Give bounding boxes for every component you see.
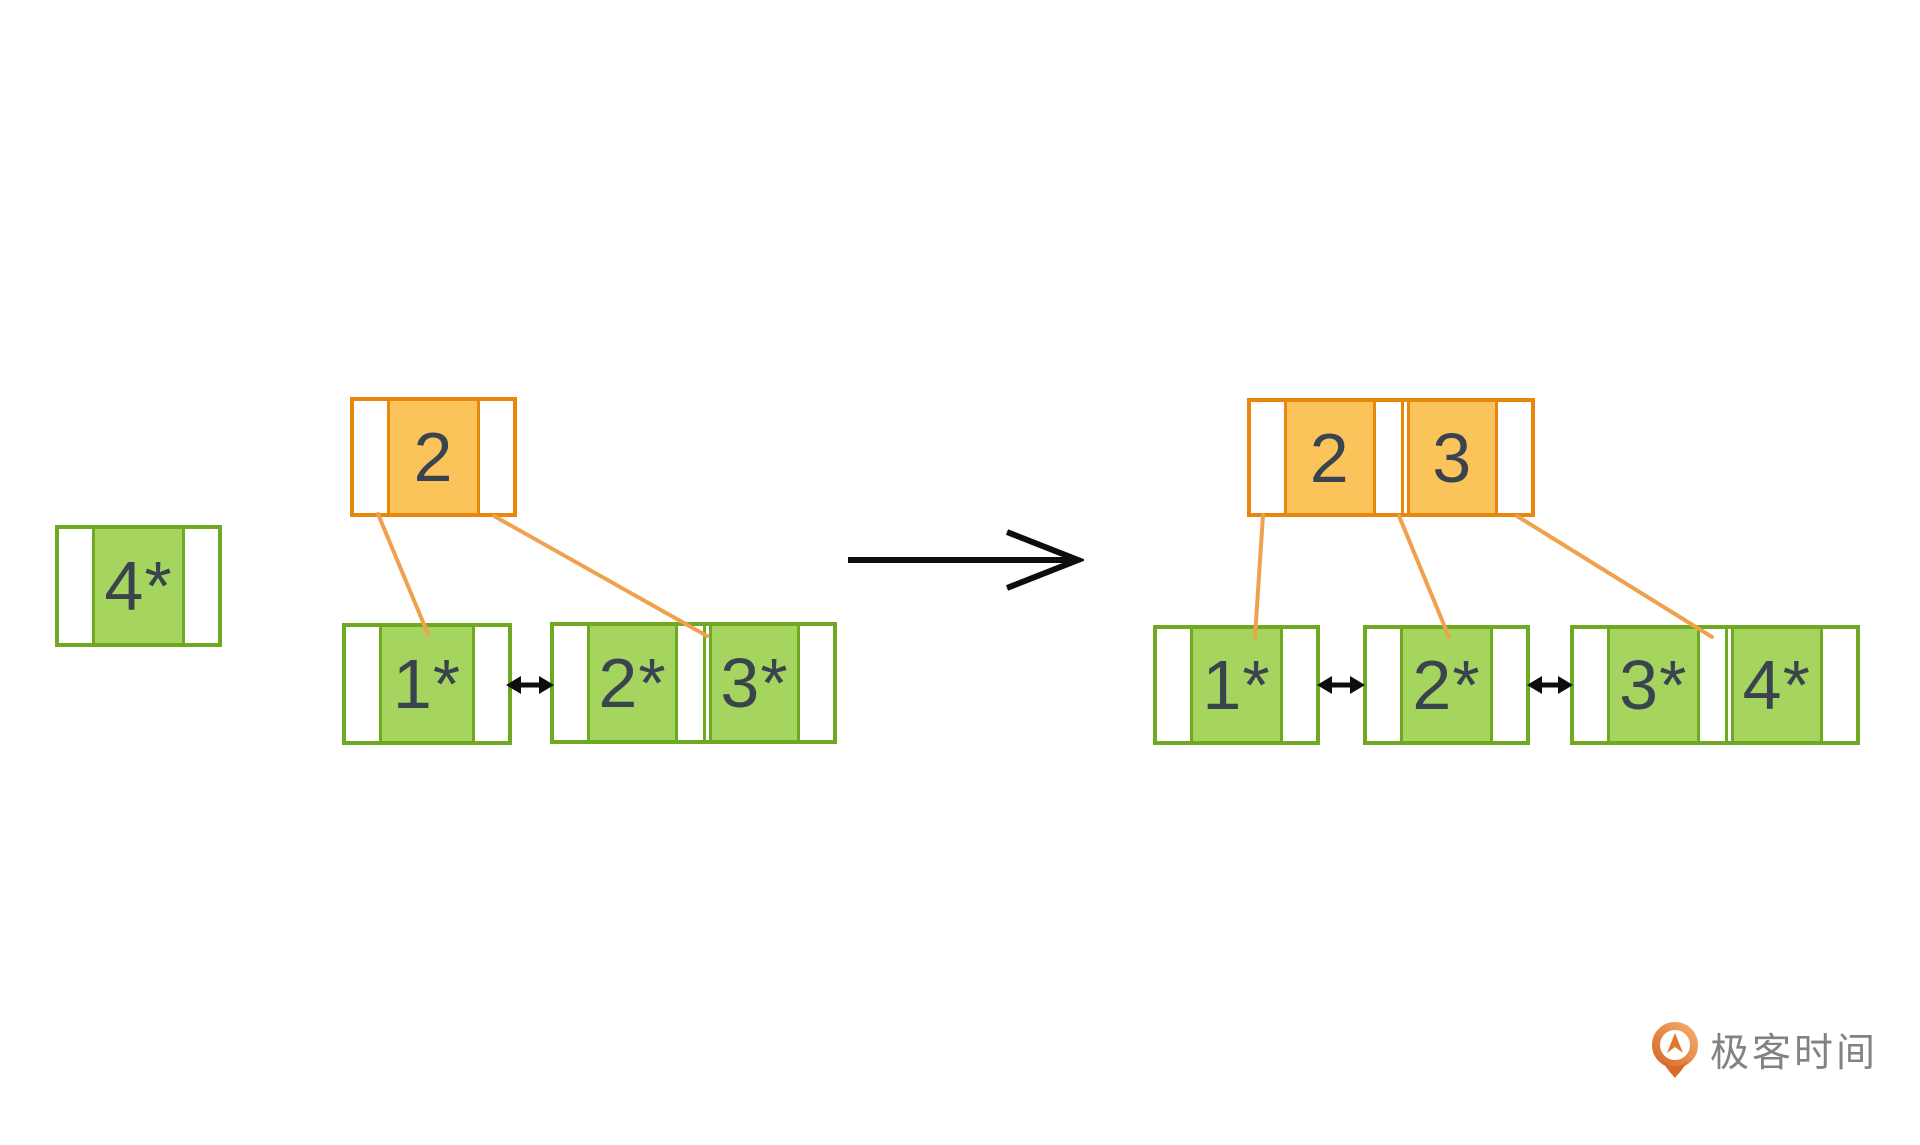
pointer-slot	[354, 401, 387, 513]
page-divider	[1400, 402, 1404, 513]
leaf-link-double-arrow-icon	[1527, 676, 1573, 694]
before-leaf-node-2: 2* 3*	[550, 622, 837, 744]
after-leaf-node-1: 1*	[1153, 625, 1320, 745]
pointer-slot	[1283, 629, 1316, 741]
pointer-slot	[1251, 402, 1284, 513]
pointer-slot	[1574, 629, 1607, 741]
transform-arrow-icon	[848, 529, 1084, 591]
edge-after-root-to-leaf1	[1253, 513, 1265, 639]
pointer-slot	[480, 401, 513, 513]
geektime-logo-text: 极客时间	[1710, 1032, 1879, 1075]
page-divider	[1724, 629, 1728, 741]
after-leaf-node-2: 2*	[1363, 625, 1530, 745]
pointer-slot	[59, 529, 92, 643]
edge-after-root-to-leaf3	[1515, 514, 1714, 639]
pointer-slot	[800, 626, 833, 740]
after-leaf-node-3: 3* 4*	[1570, 625, 1860, 745]
before-leaf-node-1: 1*	[342, 623, 512, 745]
geektime-logo: 极客时间	[1650, 1020, 1878, 1080]
pointer-slot	[1157, 629, 1190, 741]
pointer-slot	[1493, 629, 1526, 741]
record-cell: 4*	[92, 529, 185, 643]
pointer-slot	[1699, 629, 1725, 741]
record-cell: 2*	[587, 626, 678, 740]
geektime-logo-icon	[1652, 1022, 1698, 1078]
pointer-slot	[346, 627, 379, 741]
edge-after-root-to-leaf2	[1397, 514, 1451, 639]
pointer-slot	[185, 529, 218, 643]
pointer-slot	[1498, 402, 1531, 513]
key-cell: 3	[1406, 402, 1498, 513]
before-root-node: 2	[350, 397, 517, 517]
record-cell: 4*	[1730, 629, 1823, 741]
pointer-slot	[678, 626, 703, 740]
leaf-link-double-arrow-icon	[1317, 676, 1365, 694]
pointer-slot	[1823, 629, 1856, 741]
record-cell: 1*	[1190, 629, 1283, 741]
pointer-slot	[1367, 629, 1400, 741]
after-root-node: 2 3	[1247, 398, 1535, 517]
record-cell: 1*	[379, 627, 475, 741]
pointer-slot	[554, 626, 587, 740]
record-cell: 3*	[709, 626, 800, 740]
edge-before-root-to-leaf2	[492, 514, 709, 638]
pointer-slot	[1375, 402, 1401, 513]
key-cell: 2	[1284, 402, 1376, 513]
standalone-record-node: 4*	[55, 525, 222, 647]
leaf-link-double-arrow-icon	[506, 676, 554, 694]
pointer-slot	[475, 627, 508, 741]
record-cell: 2*	[1400, 629, 1493, 741]
key-cell: 2	[387, 401, 480, 513]
edge-before-root-to-leaf1	[376, 512, 430, 636]
page-divider	[703, 626, 706, 740]
record-cell: 3*	[1607, 629, 1700, 741]
